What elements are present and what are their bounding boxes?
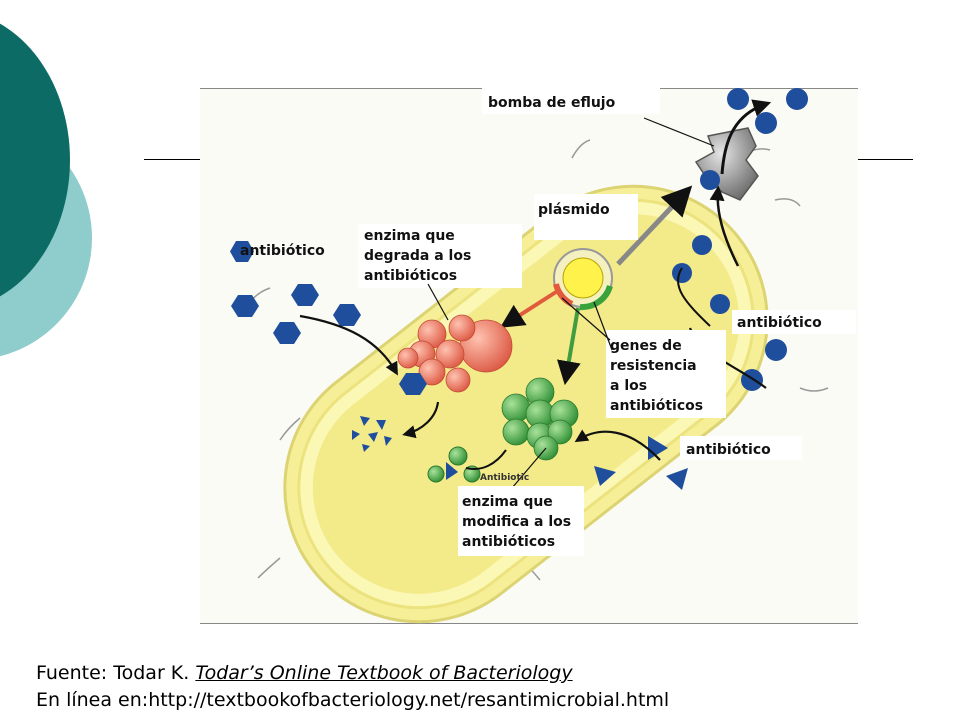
- antibiotic-hexagons: [230, 241, 427, 395]
- title-underline-left: [144, 159, 200, 160]
- plasmid-to-green-enzyme-arrow: [557, 307, 581, 386]
- modifying-enzyme-pointer: [511, 447, 547, 489]
- modifying-enzyme-cluster: [501, 377, 579, 461]
- antibiotic-molecules-right: [672, 88, 808, 391]
- label-bg-modifying-enzyme: [458, 486, 584, 556]
- label-bg-degrading-enzyme: [358, 224, 522, 288]
- plasmid-to-red-enzyme-arrow: [499, 290, 558, 328]
- efflux-entry-arrow: [709, 185, 740, 267]
- label-efflux-pump: bomba de eflujo: [488, 95, 616, 111]
- antibiotic-entry-arrow-bottom: [574, 429, 661, 461]
- hexagon: [291, 284, 319, 306]
- label-bg-antibiotic-right: [732, 310, 856, 334]
- label-degrading-enzyme-line2: degrada a los: [364, 248, 471, 264]
- title-underline-right: [858, 159, 913, 160]
- label-antibiotic-bottom: antibiótico: [686, 442, 771, 458]
- genes-pointer-2: [593, 301, 613, 351]
- degrading-enzyme-cluster: [397, 314, 513, 393]
- label-bg-plasmid: [534, 194, 638, 240]
- figure-canvas: bomba de eflujo plásmido enzima que degr…: [200, 88, 858, 624]
- slide-theme-decoration: [0, 23, 92, 357]
- caption-line-1: Fuente: Todar K. Todar’s Online Textbook…: [36, 660, 936, 687]
- modified-antibiotic: [427, 446, 481, 483]
- hexagon: [333, 304, 361, 326]
- decor-dark-circle: [0, 23, 70, 297]
- antibiotic-to-enzyme-arrow: [299, 314, 398, 376]
- label-bg-antibiotic-bottom: [680, 436, 802, 460]
- cell-pili: [249, 139, 829, 581]
- label-faint-antibiotic: Antibiotic: [480, 473, 529, 483]
- label-bg-efflux-pump: [482, 88, 660, 114]
- modification-arrow: [465, 449, 507, 470]
- label-modifying-enzyme-line1: enzima que: [462, 494, 553, 510]
- degradation-arrow: [402, 401, 440, 439]
- hexagon: [399, 373, 427, 395]
- label-resistance-genes-line3: a los: [610, 378, 647, 394]
- resistance-mechanisms-figure: bomba de eflujo plásmido enzima que degr…: [200, 88, 858, 624]
- hexagon: [273, 322, 301, 344]
- efflux-pump-pointer: [643, 117, 715, 147]
- label-resistance-genes-line4: antibióticos: [610, 398, 703, 414]
- label-resistance-genes-line1: genes de: [610, 338, 682, 354]
- degraded-antibiotic-fragments: [352, 416, 392, 452]
- label-modifying-enzyme-line3: antibióticos: [462, 534, 555, 550]
- efflux-exit-arrow: [720, 99, 772, 175]
- label-plasmid: plásmido: [538, 202, 610, 218]
- label-degrading-enzyme-line3: antibióticos: [364, 268, 457, 284]
- label-bg-resistance-genes: [606, 330, 726, 418]
- label-antibiotic-right: antibiótico: [737, 315, 822, 331]
- plasmid-red-gene: [553, 283, 574, 307]
- label-resistance-genes-line2: resistencia: [610, 358, 697, 374]
- caption-reference-title: Todar’s Online Textbook of Bacteriology: [195, 662, 573, 684]
- hexagon: [231, 295, 259, 317]
- plasmid-to-pump-arrow: [616, 185, 693, 266]
- label-modifying-enzyme-line2: modifica a los: [462, 514, 571, 530]
- label-degrading-enzyme-line1: enzima que: [364, 228, 455, 244]
- plasmid-green-gene: [579, 284, 613, 311]
- degrading-enzyme-pointer: [427, 283, 449, 321]
- antibiotic-inner-arrow: [676, 267, 711, 327]
- caption-line-2: En línea en:http://textbookofbacteriolog…: [36, 689, 670, 711]
- source-caption: Fuente: Todar K. Todar’s Online Textbook…: [36, 660, 936, 714]
- genes-pointer-1: [561, 297, 611, 341]
- label-antibiotic-left: antibiótico: [240, 243, 325, 259]
- caption-source-prefix: Fuente: Todar K.: [36, 662, 196, 684]
- plasmid: [553, 248, 613, 311]
